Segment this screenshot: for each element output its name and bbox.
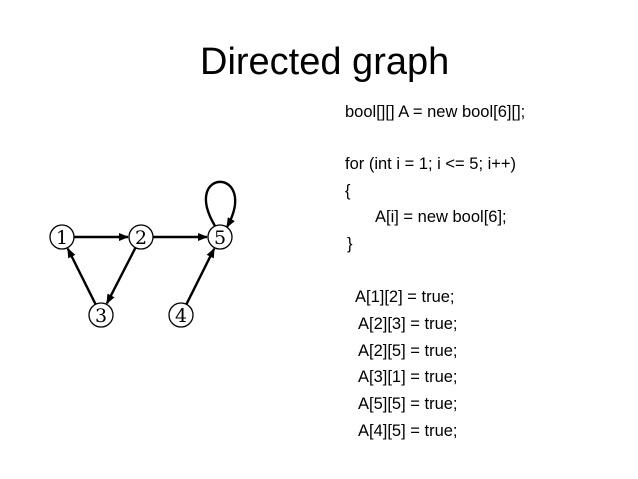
code-line-edge-3-1: A[3][1] = true; xyxy=(358,368,458,386)
node-4-label: 4 xyxy=(175,305,187,327)
edge-4-to-5 xyxy=(185,247,216,305)
node-2: 2 xyxy=(128,224,154,250)
code-line-alloc: A[i] = new bool[6]; xyxy=(375,208,507,226)
node-3: 3 xyxy=(88,302,114,328)
edge-3-to-1 xyxy=(66,247,97,305)
node-2-circle xyxy=(128,224,154,250)
code-line-edge-4-5: A[4][5] = true; xyxy=(358,422,458,440)
code-line-declare: bool[][] A = new bool[6][]; xyxy=(345,103,526,121)
code-line-edge-1-2: A[1][2] = true; xyxy=(355,288,455,306)
node-4-circle xyxy=(168,302,194,328)
code-line-close-brace: } xyxy=(347,235,353,253)
code-line-edge-2-3: A[2][3] = true; xyxy=(358,315,458,333)
node-2-label: 2 xyxy=(135,227,147,249)
slide-title: Directed graph xyxy=(200,41,450,83)
node-3-circle xyxy=(88,302,114,328)
node-1-label: 1 xyxy=(56,227,68,249)
node-4: 4 xyxy=(168,302,194,328)
code-line-for: for (int i = 1; i <= 5; i++) xyxy=(345,155,517,173)
edge-2-to-3 xyxy=(105,247,137,305)
edge-5-to-5 xyxy=(204,180,237,228)
node-5-circle xyxy=(207,224,233,250)
code-line-edge-5-5: A[5][5] = true; xyxy=(358,395,458,413)
node-5: 5 xyxy=(207,224,233,250)
node-1-circle xyxy=(49,224,75,250)
code-line-open-brace: { xyxy=(345,182,351,200)
node-3-label: 3 xyxy=(95,305,107,327)
node-5-label: 5 xyxy=(214,227,226,249)
node-1: 1 xyxy=(49,224,75,250)
code-line-edge-2-5: A[2][5] = true; xyxy=(358,342,458,360)
